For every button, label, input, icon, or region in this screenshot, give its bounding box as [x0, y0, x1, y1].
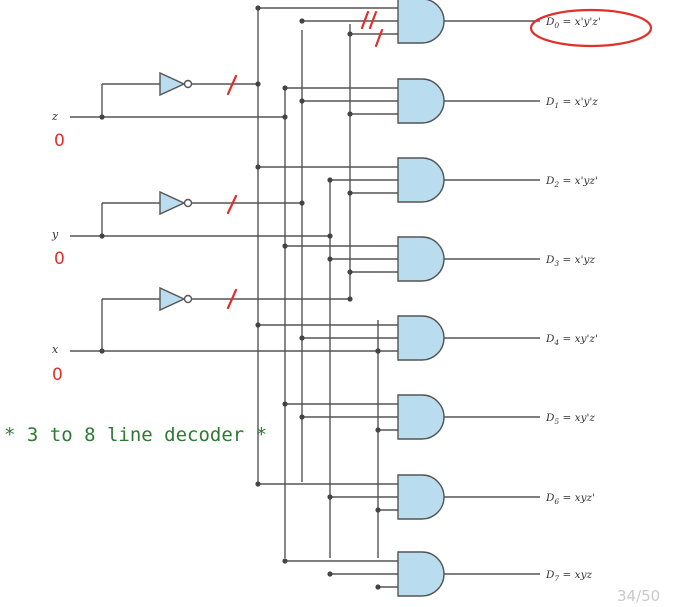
input-label-z: z [51, 110, 58, 123]
decoder-note: * 3 to 8 line decoder * [4, 424, 267, 446]
output-label-d7: D7 = xyz [545, 569, 593, 583]
annotation-z-zero: 0 [54, 131, 65, 151]
and-gate [397, 157, 445, 203]
output-label-d2: D2 = x'yz' [545, 175, 598, 189]
junction-dot [347, 31, 353, 37]
junction-dot [299, 335, 305, 341]
junction-dot [327, 571, 333, 577]
junction-dot [282, 558, 288, 564]
and-gate [397, 474, 445, 520]
junction-dot [327, 256, 333, 262]
red-tick-marks [226, 10, 384, 310]
junction-dot [99, 233, 105, 239]
junction-dot [347, 269, 353, 275]
junction-dot [282, 401, 288, 407]
junction-dot [99, 348, 105, 354]
junction-dot [299, 200, 305, 206]
junction-dot [375, 348, 381, 354]
junction-dot [375, 427, 381, 433]
junction-dot [282, 243, 288, 249]
and-gate [397, 0, 445, 44]
input-label-x: x [52, 343, 59, 356]
and-gate [397, 78, 445, 124]
junction-dot [327, 233, 333, 239]
junction-dot [255, 322, 261, 328]
inverter-gate [159, 286, 186, 312]
junction-dot [347, 111, 353, 117]
input-label-y: y [51, 228, 59, 241]
junction-dot [327, 177, 333, 183]
annotation-y-zero: 0 [54, 249, 65, 269]
junction-dot [282, 85, 288, 91]
junction-dot [375, 584, 381, 590]
output-label-d0: D0 = x'y'z' [545, 16, 601, 30]
and-gate [397, 394, 445, 440]
and-gates [159, 0, 445, 597]
output-label-d1: D1 = x'y'z [545, 96, 598, 110]
inverter-bubble [183, 79, 193, 89]
wires [70, 7, 540, 588]
inverter-bubble [183, 294, 193, 304]
output-labels: D0 = x'y'z' D1 = x'y'z D2 = x'yz' D3 = x'yz… [545, 16, 601, 583]
junction-dot [327, 494, 333, 500]
inverter-bubble [183, 198, 193, 208]
output-label-d6: D6 = xyz' [545, 492, 595, 506]
junction-dot [299, 18, 305, 24]
junction-dot [99, 114, 105, 120]
junction-dot [299, 98, 305, 104]
output-label-d5: D5 = xy'z [545, 412, 595, 426]
junction-dot [255, 481, 261, 487]
junction-dot [255, 5, 261, 11]
junction-dot [347, 296, 353, 302]
junction-dot [375, 507, 381, 513]
output-label-d4: D4 = xy'z' [545, 333, 598, 347]
annotation-x-zero: 0 [52, 365, 63, 385]
junction-dot [299, 414, 305, 420]
d0-highlight-circle [529, 8, 653, 48]
junction-dots [99, 5, 381, 590]
page-indicator: 34/50 [617, 587, 660, 605]
output-label-d3: D3 = x'yz [545, 254, 595, 268]
inverter-gate [159, 71, 186, 97]
and-gate [397, 315, 445, 361]
junction-dot [282, 114, 288, 120]
and-gate [397, 236, 445, 282]
junction-dot [255, 81, 261, 87]
junction-dot [255, 164, 261, 170]
junction-dot [347, 190, 353, 196]
inverter-gate [159, 190, 186, 216]
and-gate [397, 551, 445, 597]
